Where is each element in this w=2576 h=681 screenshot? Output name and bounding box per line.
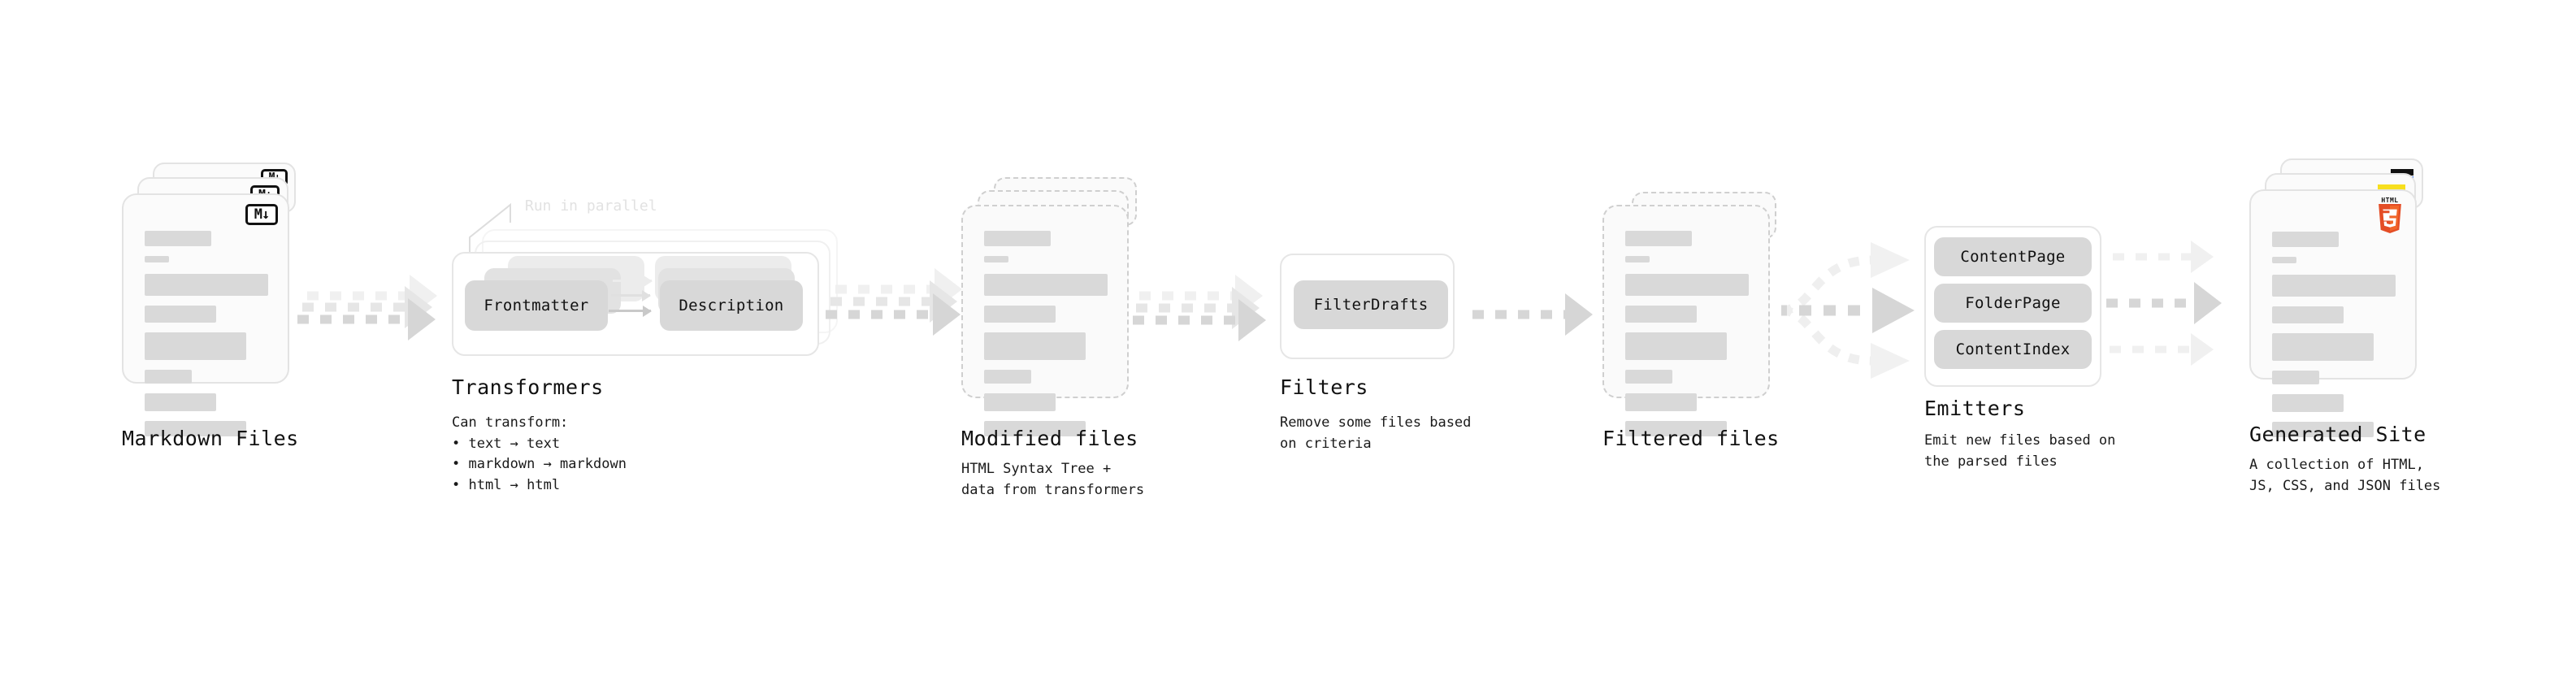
transformers-subtitle: Can transform: • text → text • markdown … xyxy=(452,414,627,493)
markdown-card-front: M↓ xyxy=(122,193,289,436)
chip-label: Description xyxy=(679,297,784,314)
flow-arrow-6-top xyxy=(2113,236,2243,278)
chip-label: Frontmatter xyxy=(484,297,589,314)
transform-inner-arrow-3 xyxy=(613,280,652,282)
generated-site-subtitle: A collection of HTML, JS, CSS, and JSON … xyxy=(2249,457,2441,494)
filter-chip-filterdrafts[interactable]: FilterDrafts xyxy=(1294,280,1448,329)
emitter-chip-contentpage[interactable]: ContentPage xyxy=(1934,237,2092,276)
html5-icon: HTML xyxy=(2374,197,2406,234)
flow-arrow-2 xyxy=(826,293,972,336)
chip-label: FolderPage xyxy=(1965,294,2061,312)
flow-arrow-6-bottom xyxy=(2110,328,2240,371)
transformer-chip-frontmatter[interactable]: Frontmatter xyxy=(465,280,608,331)
modified-files-subtitle: HTML Syntax Tree + data from transformer… xyxy=(961,461,1145,498)
filters-title: Filters xyxy=(1280,375,1368,399)
chip-label: ContentIndex xyxy=(1955,340,2071,358)
emitter-chip-contentindex[interactable]: ContentIndex xyxy=(1934,330,2092,369)
chip-label: FilterDrafts xyxy=(1313,296,1429,314)
flow-arrow-5-fanout xyxy=(1781,242,1915,379)
modified-card-front xyxy=(961,205,1129,436)
markdown-icon: M↓ xyxy=(245,204,278,225)
markdown-files-title: Markdown Files xyxy=(122,427,299,450)
card-placeholder-lines xyxy=(1625,231,1749,446)
run-in-parallel-leader xyxy=(469,202,511,257)
card-placeholder-lines xyxy=(984,231,1108,446)
flow-arrow-6-middle xyxy=(2106,282,2253,324)
filters-subtitle: Remove some files based on criteria xyxy=(1280,414,1472,452)
card-placeholder-lines xyxy=(145,231,268,446)
transformers-title: Transformers xyxy=(452,375,604,399)
run-in-parallel-label: Run in parallel xyxy=(525,197,657,215)
flow-arrow-4 xyxy=(1472,293,1619,336)
emitters-subtitle: Emit new files based on the parsed files xyxy=(1924,432,2116,470)
transform-inner-arrow-1 xyxy=(609,310,651,312)
filtered-card-front xyxy=(1602,205,1770,436)
emitter-chip-folderpage[interactable]: FolderPage xyxy=(1934,284,2092,323)
transformer-chip-description[interactable]: Description xyxy=(660,280,803,331)
filtered-files-title: Filtered files xyxy=(1602,427,1780,450)
chip-label: ContentPage xyxy=(1960,248,2066,266)
generated-site-title: Generated Site xyxy=(2249,423,2426,446)
card-placeholder-lines xyxy=(2272,232,2396,447)
flow-arrow-3 xyxy=(1133,299,1279,341)
transform-inner-arrow-2 xyxy=(611,294,650,297)
emitters-title: Emitters xyxy=(1924,397,2026,420)
flow-arrow-1 xyxy=(297,298,444,340)
modified-files-title: Modified files xyxy=(961,427,1138,450)
generated-card-front: HTML xyxy=(2249,189,2417,437)
